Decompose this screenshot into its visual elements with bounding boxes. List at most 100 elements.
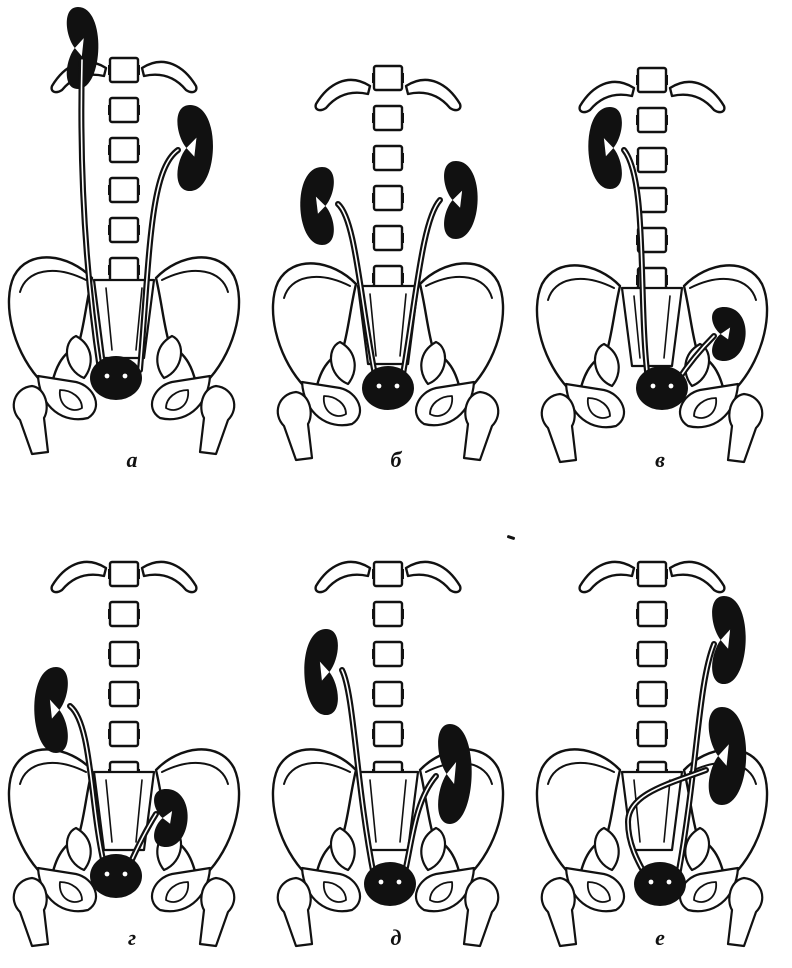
panel-c: в xyxy=(528,0,792,484)
left-pelvic-ring xyxy=(67,336,91,378)
panel-d-caption: г xyxy=(0,925,264,951)
bladder-orifice-left xyxy=(105,374,110,379)
panel-e-illustration xyxy=(264,484,528,968)
panel-c-caption: в xyxy=(528,447,792,473)
lumbar-vertebra xyxy=(374,106,402,130)
lumbar-vertebra xyxy=(638,108,666,132)
bladder xyxy=(364,862,416,906)
bladder-group xyxy=(364,862,416,906)
lumbar-vertebra xyxy=(374,562,402,586)
lumbar-vertebra xyxy=(110,138,138,162)
lumbar-vertebra xyxy=(374,226,402,250)
kidney-left-group xyxy=(300,167,334,245)
panel-f: е xyxy=(528,484,792,968)
lumbar-vertebra xyxy=(110,218,138,242)
lumbar-vertebra xyxy=(638,148,666,172)
lumbar-vertebra xyxy=(110,258,138,282)
lumbar-vertebra xyxy=(110,722,138,746)
lumbar-vertebra xyxy=(110,58,138,82)
lumbar-vertebra xyxy=(638,682,666,706)
bladder xyxy=(636,366,688,410)
panel-a: а xyxy=(0,0,264,484)
kidney-left-group xyxy=(34,667,68,753)
bladder-orifice-right xyxy=(395,384,400,389)
lumbar-vertebra xyxy=(374,186,402,210)
bladder-group xyxy=(362,366,414,410)
kidney-upper-group xyxy=(712,596,746,684)
bladder xyxy=(362,366,414,410)
right-pelvic-ring xyxy=(421,342,445,384)
right-rib xyxy=(406,80,460,110)
panel-d: г xyxy=(0,484,264,968)
panel-c-illustration xyxy=(528,0,792,484)
lumbar-vertebra xyxy=(374,146,402,170)
bladder xyxy=(90,854,142,898)
lumbar-vertebra xyxy=(374,602,402,626)
panel-f-illustration xyxy=(528,484,792,968)
right-rib xyxy=(142,562,196,592)
bladder xyxy=(90,356,142,400)
lumbar-vertebra xyxy=(110,642,138,666)
panel-e: д xyxy=(264,484,528,968)
left-rib xyxy=(316,80,370,110)
left-pelvic-ring xyxy=(595,344,619,386)
kidney-left-group xyxy=(304,629,338,715)
panel-b: б xyxy=(264,0,528,484)
lumbar-vertebra xyxy=(638,602,666,626)
bladder-orifice-right xyxy=(123,872,128,877)
kidney-lower-group xyxy=(177,105,213,191)
panel-e-caption: д xyxy=(264,925,528,951)
lumbar-vertebra xyxy=(110,602,138,626)
right-pelvic-ring xyxy=(685,828,709,870)
lumbar-vertebra xyxy=(374,682,402,706)
panel-b-illustration xyxy=(264,0,528,484)
bladder-orifice-left xyxy=(105,872,110,877)
lumbar-vertebra xyxy=(374,642,402,666)
right-rib xyxy=(670,82,724,112)
left-rib xyxy=(52,562,106,592)
panel-a-caption: а xyxy=(0,447,264,473)
lumbar-vertebra xyxy=(638,188,666,212)
panel-a-illustration xyxy=(0,0,264,484)
bladder-orifice-right xyxy=(669,384,674,389)
right-rib xyxy=(142,62,196,92)
lumbar-vertebra xyxy=(638,562,666,586)
kidney-left-group xyxy=(588,107,622,189)
lumbar-vertebra xyxy=(638,68,666,92)
bladder-orifice-left xyxy=(649,880,654,885)
kidney-right-group xyxy=(444,161,478,239)
right-rib xyxy=(670,562,724,592)
bladder-group xyxy=(90,854,142,898)
bladder-group xyxy=(634,862,686,906)
panel-d-illustration xyxy=(0,484,264,968)
left-femur xyxy=(14,386,48,454)
panel-f-caption: е xyxy=(528,925,792,951)
right-rib xyxy=(406,562,460,592)
bladder-orifice-right xyxy=(123,374,128,379)
right-pelvic-ring xyxy=(421,828,445,870)
panel-b-caption: б xyxy=(264,447,528,473)
bladder xyxy=(634,862,686,906)
bladder-orifice-left xyxy=(377,384,382,389)
left-rib xyxy=(580,562,634,592)
left-pelvic-ring xyxy=(331,828,355,870)
left-pelvic-ring xyxy=(67,828,91,870)
left-pelvic-ring xyxy=(331,342,355,384)
lumbar-vertebra xyxy=(110,682,138,706)
right-pelvic-ring xyxy=(157,336,181,378)
lumbar-vertebra xyxy=(638,642,666,666)
left-pelvic-ring xyxy=(595,828,619,870)
lumbar-vertebra xyxy=(110,98,138,122)
sacrum xyxy=(622,288,682,366)
lumbar-vertebra xyxy=(110,178,138,202)
bladder-orifice-right xyxy=(397,880,402,885)
lumbar-vertebra xyxy=(374,66,402,90)
bladder-group xyxy=(90,356,142,400)
bladder-orifice-left xyxy=(379,880,384,885)
lumbar-vertebra xyxy=(110,562,138,586)
lumbar-vertebra xyxy=(374,722,402,746)
lumbar-vertebra xyxy=(638,722,666,746)
bladder-group xyxy=(636,366,688,410)
right-femur xyxy=(200,386,234,454)
bladder-orifice-left xyxy=(651,384,656,389)
